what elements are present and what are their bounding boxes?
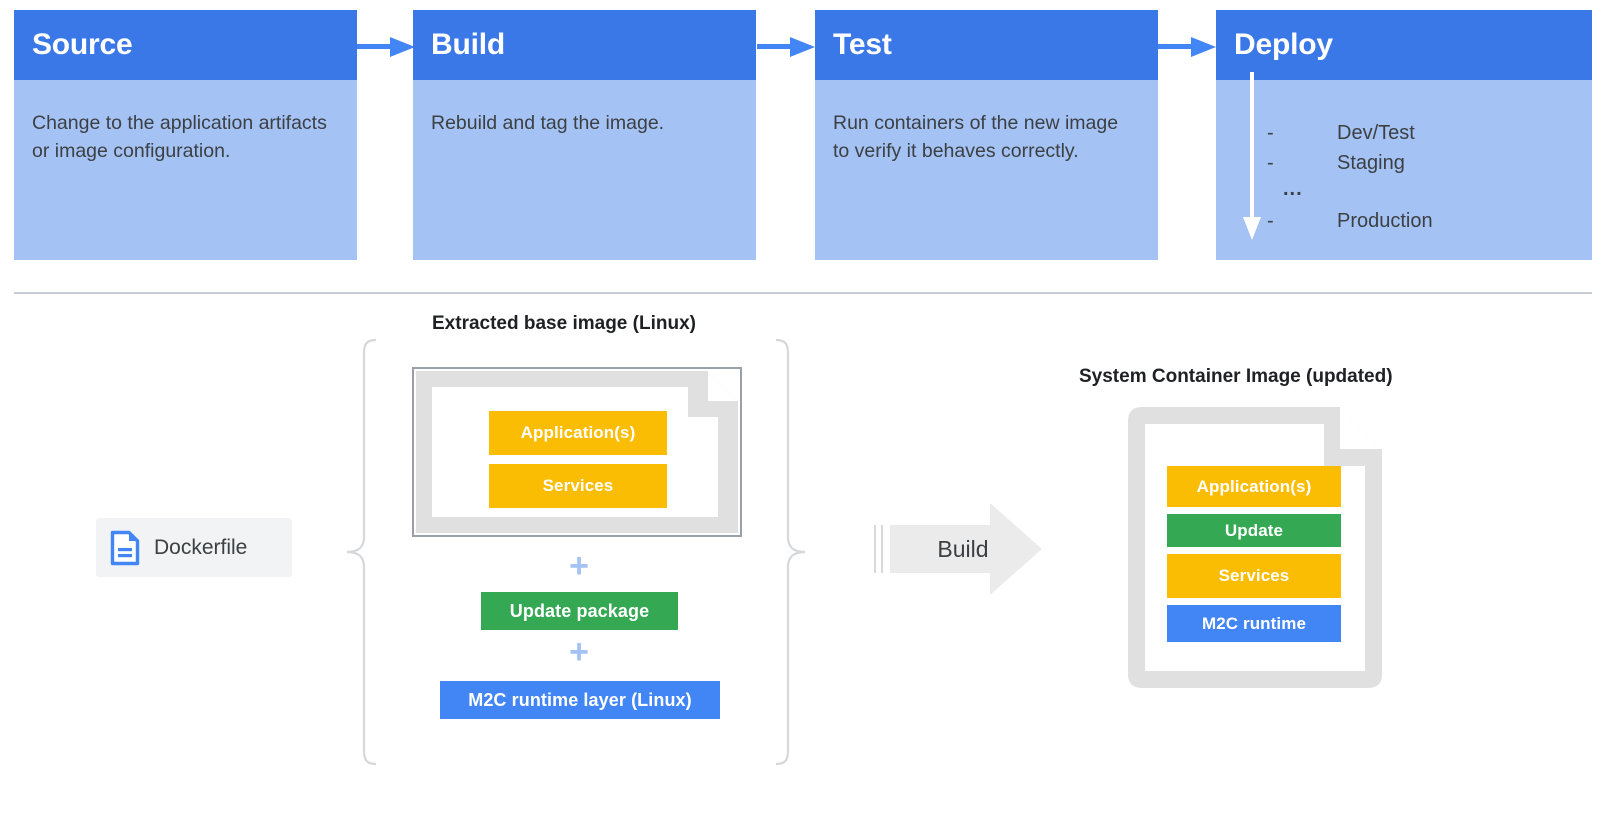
list-item: - Production [1267,206,1567,236]
list-item: - Dev/Test [1267,118,1567,148]
stage-body-build: Rebuild and tag the image. [431,112,665,134]
stage-header-test: Test [815,10,1158,80]
layer-bar-applications: Application(s) [489,411,667,455]
list-item-label: Staging [1337,152,1405,174]
list-item-dash: - [1267,210,1274,232]
list-item-dash: - [1267,152,1274,174]
list-item-label: Production [1337,210,1433,232]
pipeline-stage-test: Test Run containers of the new image to … [815,10,1158,260]
pipeline-stage-source: Source Change to the application artifac… [14,10,357,260]
deploy-environment-list: - Dev/Test - Staging ... - Production [1267,118,1567,236]
stage-title-source: Source [32,28,133,61]
arrow-source-to-build [357,36,415,58]
list-item-label: Dev/Test [1337,122,1415,144]
section-divider [14,292,1592,294]
stage-title-test: Test [833,28,892,61]
result-layer-bar-applications: Application(s) [1167,466,1341,507]
base-image-caption: Extracted base image (Linux) [432,313,696,334]
result-layer-bar-services: Services [1167,554,1341,598]
stage-body-test: Run containers of the new image to verif… [833,112,1119,162]
arrow-build-to-test [757,36,815,58]
system-image-caption: System Container Image (updated) [1079,366,1393,387]
plus-icon: + [569,547,589,585]
left-brace-icon [345,338,377,766]
build-arrow-icon [874,503,1042,595]
layer-bar-services: Services [489,464,667,508]
stage-header-source: Source [14,10,357,80]
layer-bar-m2c-runtime-layer: M2C runtime layer (Linux) [440,681,720,719]
dockerfile-document-icon [110,530,140,566]
deploy-progression-arrow-icon [1240,72,1264,242]
list-item: - Staging [1267,148,1567,178]
stage-title-build: Build [431,28,505,61]
stage-body-source: Change to the application artifacts or i… [32,112,327,162]
right-brace-icon [775,338,807,766]
result-layer-bar-m2c-runtime: M2C runtime [1167,605,1341,642]
system-container-image-document [1128,407,1382,688]
build-arrow-label: Build [937,536,989,562]
pipeline-stage-build: Build Rebuild and tag the image. [413,10,756,260]
result-layer-bar-update: Update [1167,514,1341,547]
dockerfile-label: Dockerfile [154,535,248,559]
layer-bar-update-package: Update package [481,592,678,630]
stage-header-deploy: Deploy [1216,10,1592,80]
stage-header-build: Build [413,10,756,80]
pipeline-stage-deploy: Deploy [1216,10,1592,260]
list-item-dash: - [1267,122,1274,144]
plus-icon: + [569,633,589,671]
dockerfile-chip[interactable]: Dockerfile [96,518,292,577]
arrow-test-to-deploy [1158,36,1216,58]
stage-title-deploy: Deploy [1234,28,1333,61]
list-ellipsis: ... [1283,178,1303,200]
cicd-pipeline-row: Source Change to the application artifac… [0,0,1606,265]
